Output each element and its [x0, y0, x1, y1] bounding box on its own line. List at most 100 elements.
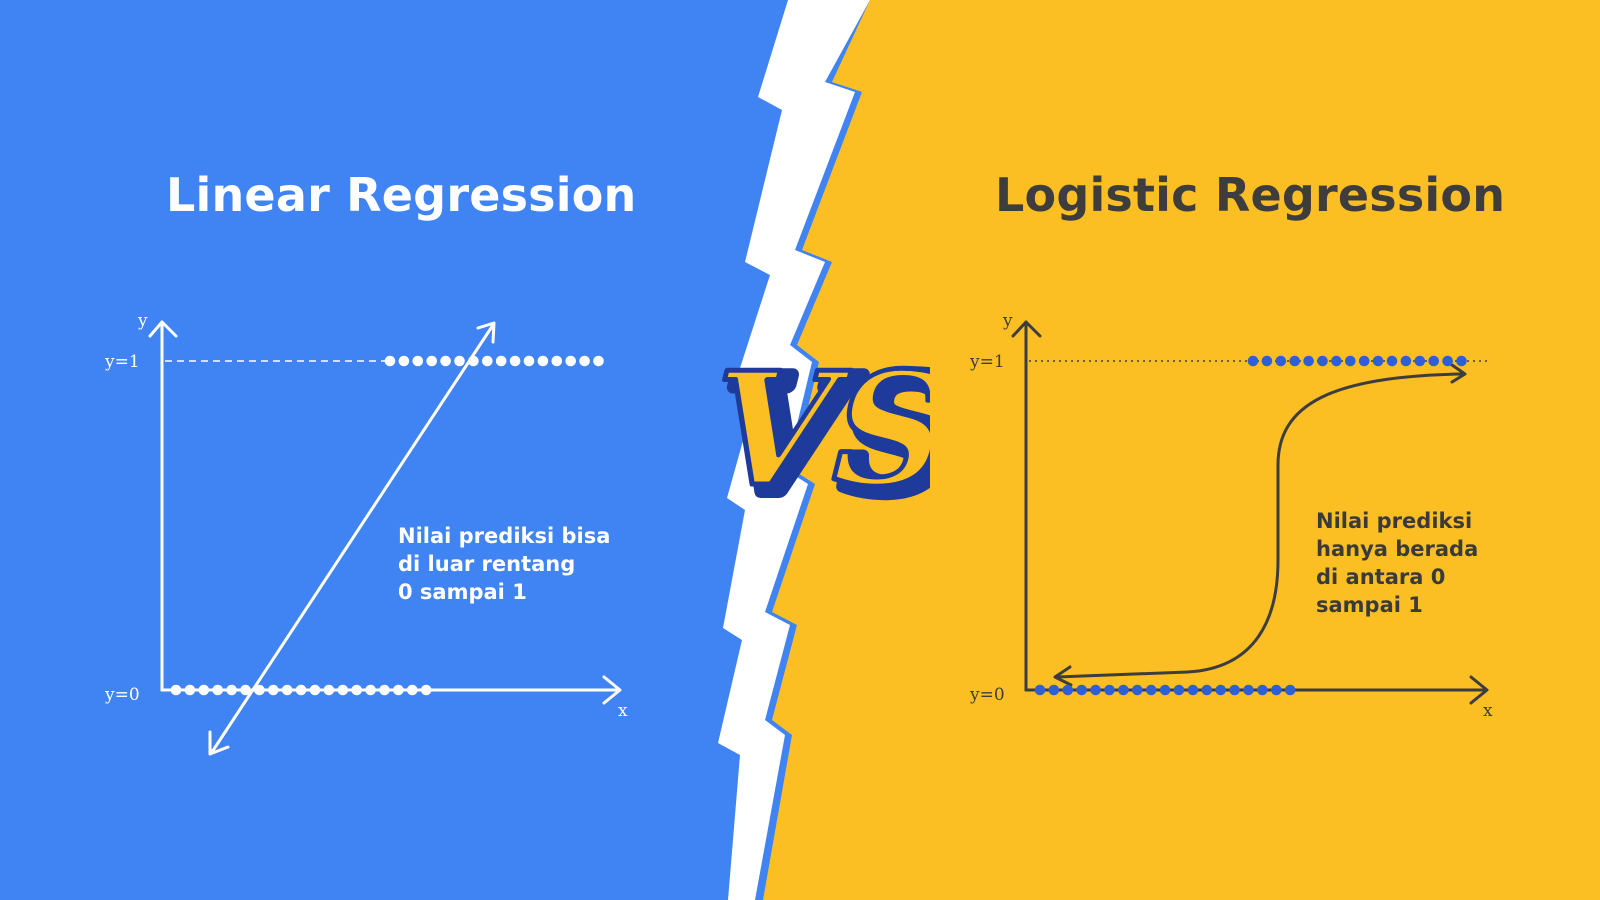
right-dots-y1: [1247, 355, 1467, 367]
annotation-line: Nilai prediksi bisa: [398, 524, 611, 548]
data-point: [1159, 684, 1171, 696]
data-point: [482, 355, 493, 367]
data-point: [1257, 684, 1268, 696]
data-point: [565, 355, 576, 367]
data-point: [1132, 684, 1143, 696]
data-point: [551, 355, 563, 367]
data-point: [351, 684, 363, 696]
linear-regression-title: Linear Regression: [166, 168, 637, 222]
annotation-line: hanya berada: [1316, 537, 1479, 561]
data-point: [226, 684, 237, 696]
data-point: [1076, 684, 1087, 696]
left-x-axis-arrowhead: [602, 675, 622, 705]
data-point: [170, 684, 182, 696]
right-dots-y0: [1034, 684, 1296, 696]
right-panel-background: [763, 0, 1600, 900]
right-y-axis-label: y: [1002, 311, 1013, 331]
data-point: [1456, 355, 1467, 367]
annotation-line: di luar rentang: [398, 552, 576, 576]
data-point: [1187, 684, 1199, 696]
regression-line-arrowhead-top: [476, 321, 496, 344]
regression-line-arrowhead-bottom: [208, 730, 230, 756]
data-point: [1331, 355, 1342, 367]
annotation-line: 0 sampai 1: [398, 580, 527, 604]
left-x-axis-label: x: [618, 701, 628, 721]
sigmoid-arrowhead-left: [1053, 665, 1073, 687]
data-point: [1034, 684, 1046, 696]
logistic-regression-title: Logistic Regression: [995, 168, 1506, 222]
data-point: [1090, 684, 1101, 696]
left-y1-label: y=1: [104, 352, 140, 372]
right-y-axis-arrowhead: [1011, 320, 1042, 338]
data-point: [1243, 684, 1254, 696]
left-y-axis-arrowhead: [148, 320, 178, 338]
sigmoid-curve: [1055, 372, 1465, 679]
right-y1-label: y=1: [969, 352, 1005, 372]
data-point: [1372, 355, 1384, 367]
lightning-divider: [718, 0, 870, 900]
data-point: [420, 684, 432, 696]
data-point: [184, 684, 196, 696]
data-point: [254, 684, 265, 696]
data-point: [240, 684, 251, 696]
data-point: [337, 684, 349, 696]
data-point: [198, 684, 210, 696]
data-point: [309, 684, 321, 696]
data-point: [212, 684, 223, 696]
data-point: [454, 355, 465, 367]
data-point: [1386, 355, 1398, 367]
data-point: [1275, 355, 1287, 367]
data-point: [1317, 355, 1328, 367]
data-point: [281, 684, 293, 696]
data-point: [1261, 355, 1273, 367]
sigmoid-arrowhead-right: [1450, 363, 1467, 384]
data-point: [365, 684, 376, 696]
right-x-axis-arrowhead: [1469, 675, 1489, 705]
data-point: [1400, 355, 1412, 367]
data-point: [398, 355, 410, 367]
data-point: [426, 355, 438, 367]
vs-badge: VS VS: [690, 340, 930, 520]
data-point: [1062, 684, 1074, 696]
data-point: [1271, 684, 1282, 696]
data-point: [1303, 355, 1314, 367]
data-point: [1247, 355, 1259, 367]
data-point: [1145, 684, 1157, 696]
data-point: [1215, 684, 1226, 696]
logistic-regression-annotation: Nilai prediksi hanya berada di antara 0 …: [1316, 507, 1506, 619]
data-point: [1345, 355, 1356, 367]
data-point: [1414, 355, 1426, 367]
data-point: [1201, 684, 1213, 696]
data-point: [579, 355, 590, 367]
data-point: [1048, 684, 1060, 696]
data-point: [523, 355, 535, 367]
data-point: [323, 684, 335, 696]
data-point: [440, 355, 451, 367]
data-point: [1173, 684, 1185, 696]
right-x-axis-label: x: [1483, 701, 1493, 721]
data-point: [468, 355, 479, 367]
annotation-line: sampai 1: [1316, 593, 1423, 617]
vs-text: VS: [690, 340, 930, 520]
data-point: [268, 684, 279, 696]
data-point: [1104, 684, 1115, 696]
left-y0-label: y=0: [104, 685, 140, 705]
data-point: [537, 355, 549, 367]
data-point: [379, 684, 390, 696]
annotation-line: di antara 0: [1316, 565, 1446, 589]
left-dots-y1: [384, 355, 604, 367]
data-point: [1229, 684, 1240, 696]
regression-line: [210, 323, 495, 754]
left-y-axis-label: y: [137, 311, 148, 331]
annotation-line: Nilai prediksi: [1316, 509, 1473, 533]
data-point: [412, 355, 424, 367]
data-point: [1289, 355, 1300, 367]
data-point: [295, 684, 307, 696]
data-point: [1442, 355, 1453, 367]
